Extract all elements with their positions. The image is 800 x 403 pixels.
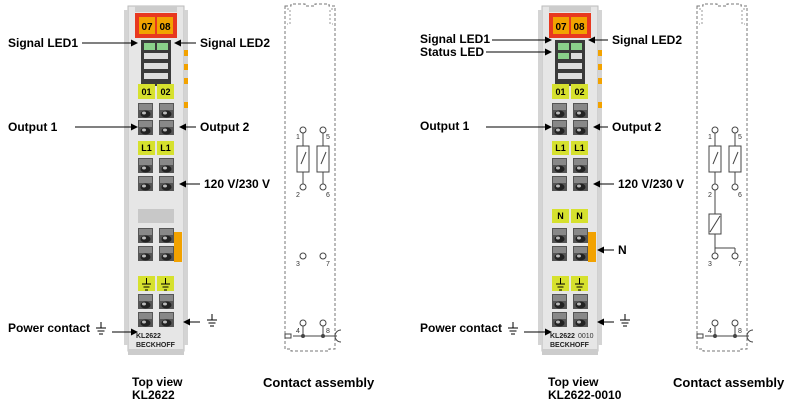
left-power-ground-icon [96, 322, 106, 335]
right-contact-assembly: 1 5 2 6 3 7 4 8 [696, 3, 754, 352]
label-02: 02 [574, 87, 584, 97]
led-label-08: 08 [573, 22, 585, 33]
pin-6: 6 [738, 192, 742, 199]
pin-4: 4 [296, 328, 300, 335]
pin-4: 4 [708, 328, 712, 335]
label-n-a: N [557, 211, 564, 221]
right-power-ground-icon [508, 322, 518, 335]
right-ground-symbol [597, 314, 630, 327]
model-suffix-text: 0010 [578, 333, 594, 340]
pin-6: 6 [326, 192, 330, 199]
model-text: KL2622 [136, 333, 161, 340]
label-01: 01 [141, 87, 151, 97]
right-signal-led2-label: Signal LED2 [612, 33, 682, 47]
right-n-label: N [618, 243, 627, 257]
left-ground-symbol [183, 314, 217, 327]
label-l1-b: L1 [574, 143, 585, 153]
label-01: 01 [555, 87, 565, 97]
pin-2: 2 [296, 192, 300, 199]
right-power-contact-label: Power contact [420, 321, 502, 335]
pin-1: 1 [296, 134, 300, 141]
pin-7: 7 [326, 261, 330, 268]
pin-1: 1 [708, 134, 712, 141]
right-signal-led1-label: Signal LED1 [420, 32, 490, 46]
label-n-b: N [576, 211, 583, 221]
right-caption-line1: Top view [548, 375, 599, 389]
pin-8: 8 [326, 328, 330, 335]
pin-3: 3 [296, 261, 300, 268]
led-label-07: 07 [141, 22, 153, 33]
right-terminal: 07 08 01 02 L1 L1 N N [538, 5, 602, 355]
brand-text: BECKHOFF [136, 342, 176, 349]
pin-7: 7 [738, 261, 742, 268]
left-signal-led2-label: Signal LED2 [200, 36, 270, 50]
label-02: 02 [160, 87, 170, 97]
left-voltage-label: 120 V/230 V [204, 177, 270, 191]
label-l1-a: L1 [141, 143, 152, 153]
led-label-07: 07 [555, 22, 567, 33]
pin-3: 3 [708, 261, 712, 268]
right-voltage-label: 120 V/230 V [618, 177, 684, 191]
left-terminal: 07 08 01 02 L1 L1 [124, 5, 188, 355]
right-caption-line2: KL2622-0010 [548, 388, 622, 402]
pin-5: 5 [326, 134, 330, 141]
left-output1-label: Output 1 [8, 120, 58, 134]
pin-8: 8 [738, 328, 742, 335]
led-label-08: 08 [159, 22, 171, 33]
right-contact-assembly-label: Contact assembly [673, 375, 785, 390]
right-output2-label: Output 2 [612, 120, 662, 134]
left-signal-led1-label: Signal LED1 [8, 36, 78, 50]
left-contact-assembly-label: Contact assembly [263, 375, 375, 390]
left-power-contact-label: Power contact [8, 321, 90, 335]
pin-2: 2 [708, 192, 712, 199]
label-l1-b: L1 [160, 143, 171, 153]
brand-text: BECKHOFF [550, 342, 590, 349]
right-output1-label: Output 1 [420, 119, 470, 133]
pin-5: 5 [738, 134, 742, 141]
left-contact-assembly: 1 5 2 6 3 7 4 8 [284, 3, 342, 352]
model-text: KL2622 [550, 333, 575, 340]
label-l1-a: L1 [555, 143, 566, 153]
right-status-led-label: Status LED [420, 45, 484, 59]
left-caption-line2: KL2622 [132, 388, 175, 402]
left-caption-line1: Top view [132, 375, 183, 389]
left-output2-label: Output 2 [200, 120, 250, 134]
